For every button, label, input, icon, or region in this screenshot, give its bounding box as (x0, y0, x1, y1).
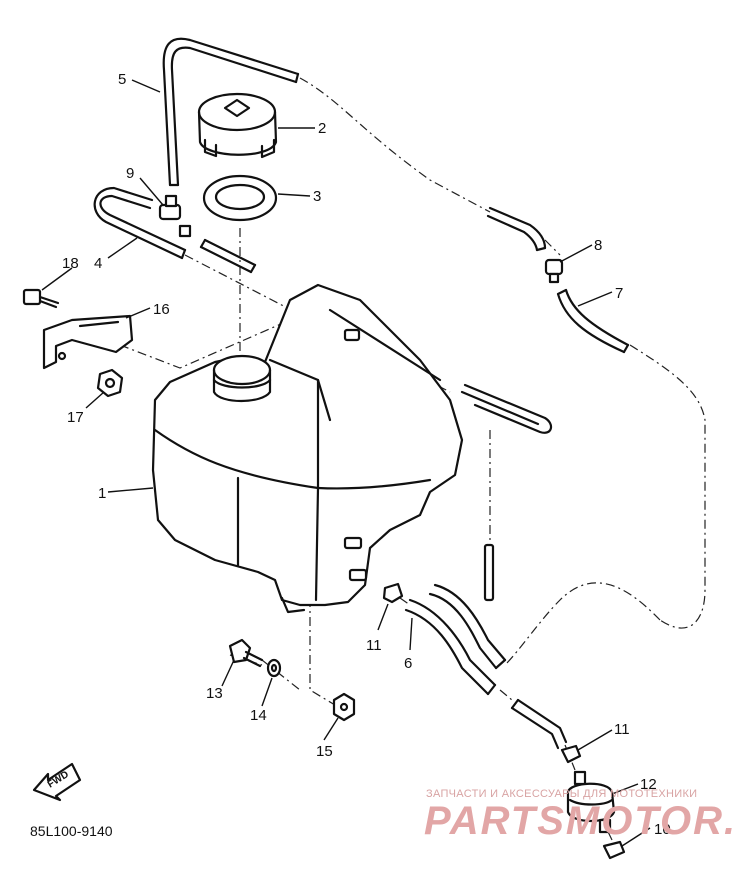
bolt-part-18 (22, 288, 60, 309)
bolt-part-13 (228, 638, 264, 668)
tee-fitting-part-9 (158, 194, 192, 238)
callout-4: 4 (94, 255, 102, 272)
nut-part-15 (332, 692, 356, 722)
hose-segment-lower-right (510, 698, 568, 750)
reservoir-cap-part-2 (197, 92, 278, 159)
reservoir-tank-part-1 (151, 283, 464, 614)
callout-labels: 5 2 3 9 4 18 16 17 1 8 7 11 6 11 12 10 1… (62, 71, 671, 838)
callout-1: 1 (98, 485, 106, 502)
callout-5: 5 (118, 71, 126, 88)
callout-7: 7 (615, 285, 623, 302)
callout-10: 10 (654, 821, 671, 838)
callout-11-upper: 11 (366, 637, 382, 654)
fwd-arrow: FWD (32, 762, 82, 802)
callout-13: 13 (206, 685, 223, 702)
watermark-tagline: ЗАПЧАСТИ И АКСЕССУАРЫ ДЛЯ МОТОТЕХНИКИ (426, 788, 697, 800)
nut-part-17 (96, 368, 124, 398)
callout-17: 17 (67, 409, 84, 426)
callout-2: 2 (318, 120, 326, 137)
watermark-brand: PARTSMOTOR.RU (424, 799, 735, 843)
hose-part-4 (93, 186, 187, 260)
clamp-part-10 (602, 840, 626, 860)
clamp-part-11-upper (382, 582, 404, 604)
hose-segment-small (199, 238, 257, 274)
callout-11-lower: 11 (614, 721, 630, 738)
watermark: ЗАПЧАСТИ И АКСЕССУАРЫ ДЛЯ МОТОТЕХНИКИ PA… (424, 788, 735, 843)
clamp-part-11-lower (560, 744, 582, 764)
diagram-code: 85L100-9140 (30, 823, 113, 839)
gasket-part-3 (202, 174, 278, 222)
bracket-part-16 (42, 314, 134, 370)
fitting-part-8 (544, 258, 564, 284)
hose-segment-diagonal (460, 383, 553, 434)
callout-18: 18 (62, 255, 79, 272)
leader-lines (41, 79, 651, 847)
hose-segment-vertical (483, 543, 495, 602)
callout-15: 15 (316, 743, 333, 760)
callout-16: 16 (153, 301, 170, 318)
hose-segment-upper-right (486, 206, 547, 252)
filter-part-12 (566, 770, 616, 834)
callout-12: 12 (640, 776, 657, 793)
hose-part-7 (556, 288, 630, 354)
washer-part-14 (266, 658, 282, 678)
callout-14: 14 (250, 707, 267, 724)
hose-part-5 (162, 37, 300, 187)
callout-8: 8 (594, 237, 602, 254)
hose-part-6 (404, 583, 507, 696)
callout-3: 3 (313, 188, 321, 205)
callout-9: 9 (126, 165, 134, 182)
callout-6: 6 (404, 655, 412, 672)
